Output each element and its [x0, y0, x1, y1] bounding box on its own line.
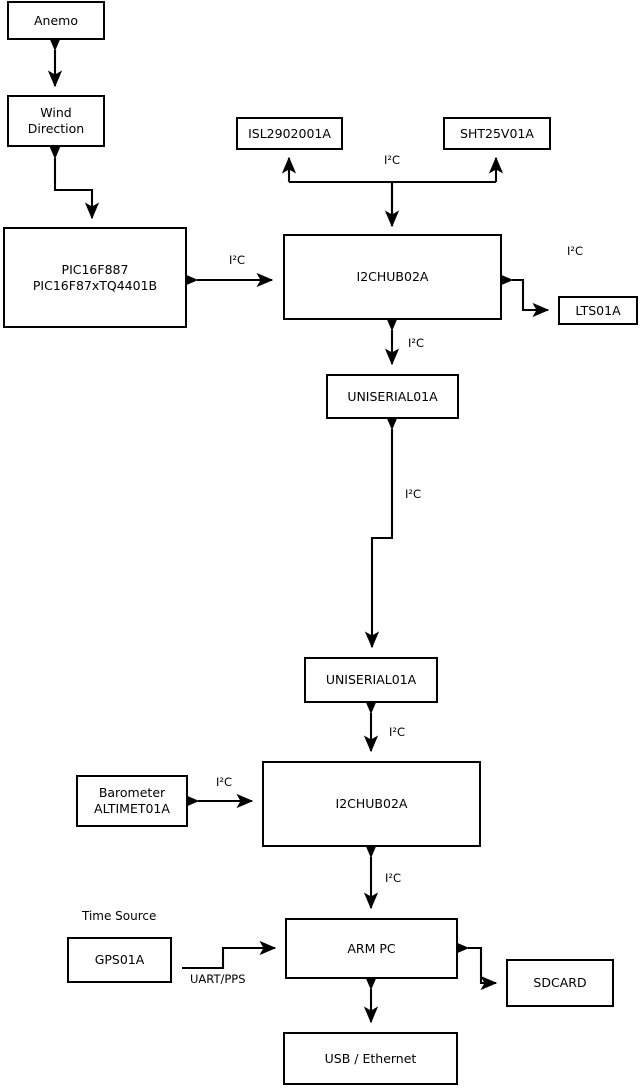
- node-i2chub02a-top-label: I2CHUB02A: [356, 269, 429, 284]
- node-i2chub02a-bottom-label: I2CHUB02A: [335, 796, 408, 811]
- edge-label-uniserial-link: I²C: [405, 487, 422, 501]
- edge-label-hub-uniserial-upper: I²C: [408, 336, 425, 350]
- edge-label-gps-arm-pc: UART/PPS: [190, 972, 246, 986]
- edge-uniserial-1-uniserial-2: [364, 413, 400, 649]
- node-lts01a[interactable]: LTS01A: [558, 296, 638, 325]
- node-barometer[interactable]: Barometer ALTIMET01A: [76, 775, 188, 827]
- node-anemo[interactable]: Anemo: [7, 1, 105, 40]
- node-sdcard-label: SDCARD: [533, 975, 587, 990]
- edge-label-pic-hub: I²C: [229, 253, 246, 267]
- edge-label-hub-arm-pc: I²C: [385, 871, 402, 885]
- node-isl2902001a[interactable]: ISL2902001A: [236, 117, 343, 150]
- node-i2chub02a-bottom[interactable]: I2CHUB02A: [262, 761, 481, 847]
- edge-hub-top-lts: [496, 272, 550, 318]
- node-uniserial01a-lower[interactable]: UNISERIAL01A: [304, 657, 438, 703]
- node-arm-pc-label: ARM PC: [347, 940, 396, 956]
- node-gps01a-label: GPS01A: [94, 952, 145, 967]
- edge-arm-pc-sdcard: [452, 940, 498, 991]
- node-usb-ethernet-label: USB / Ethernet: [324, 1050, 417, 1066]
- label-time-source: Time Source: [82, 909, 157, 923]
- edge-label-uniserial-lower-hub: I²C: [389, 725, 406, 739]
- node-pic-microcontroller[interactable]: PIC16F887 PIC16F87xTQ4401B: [3, 227, 187, 328]
- edge-label-barometer-hub: I²C: [216, 775, 233, 789]
- node-i2chub02a-top[interactable]: I2CHUB02A: [283, 234, 502, 320]
- node-usb-ethernet[interactable]: USB / Ethernet: [283, 1032, 458, 1085]
- node-uniserial01a-upper[interactable]: UNISERIAL01A: [326, 374, 459, 419]
- node-pic-microcontroller-label: PIC16F887 PIC16F87xTQ4401B: [32, 261, 158, 293]
- node-lts01a-label: LTS01A: [575, 302, 621, 318]
- node-sht25v01a[interactable]: SHT25V01A: [443, 117, 551, 150]
- node-wind-direction[interactable]: Wind Direction: [7, 95, 105, 147]
- node-wind-direction-label: Wind Direction: [27, 105, 85, 136]
- node-sdcard[interactable]: SDCARD: [506, 959, 614, 1007]
- node-uniserial01a-upper-label: UNISERIAL01A: [347, 388, 438, 404]
- edge-label-hub-sensors: I²C: [384, 153, 401, 167]
- edge-wind-direction-pic: [47, 142, 100, 220]
- node-isl2902001a-label: ISL2902001A: [248, 125, 331, 141]
- node-gps01a[interactable]: GPS01A: [67, 937, 172, 983]
- node-barometer-label: Barometer ALTIMET01A: [94, 785, 170, 816]
- node-uniserial01a-lower-label: UNISERIAL01A: [325, 672, 417, 687]
- node-anemo-label: Anemo: [34, 12, 78, 28]
- edge-gps-arm-pc: [182, 940, 277, 970]
- edge-label-hub-lts: I²C: [567, 244, 584, 258]
- node-arm-pc[interactable]: ARM PC: [285, 918, 458, 979]
- node-sht25v01a-label: SHT25V01A: [460, 125, 534, 141]
